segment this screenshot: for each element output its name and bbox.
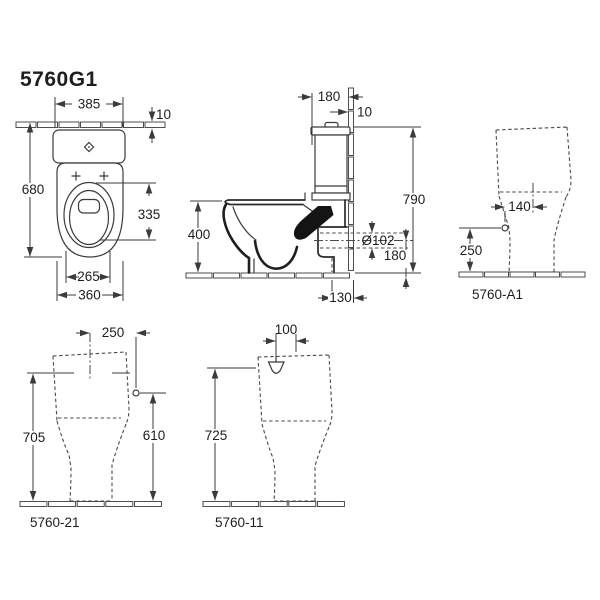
svg-text:10: 10 <box>156 107 171 122</box>
svg-text:385: 385 <box>78 97 101 112</box>
bowl-outline <box>56 162 124 258</box>
svg-text:360: 360 <box>78 288 101 303</box>
dim-side-outlet-height: 180 <box>384 229 410 289</box>
dim-plan-seat-width: 265 <box>65 251 111 284</box>
svg-text:680: 680 <box>22 182 45 197</box>
svg-text:705: 705 <box>23 430 46 445</box>
dim-21-inlet-height: 610 <box>140 392 166 501</box>
dim-plan-seat-depth: 335 <box>96 182 161 241</box>
dim-a1-inlet-height: 250 <box>459 227 501 272</box>
svg-text:725: 725 <box>205 428 228 443</box>
svg-text:10: 10 <box>357 105 372 120</box>
wall-section <box>15 121 166 128</box>
trap-section-fill <box>293 206 334 240</box>
variant-21-view: 250 705 610 5760-21 <box>19 325 166 530</box>
inlet-funnel-icon <box>267 355 285 374</box>
variant-11-view: 100 725 5760-11 <box>202 322 345 530</box>
dim-11-inlet-height: 725 <box>205 367 256 501</box>
bowl-section <box>222 192 348 274</box>
side-view: 180 10 790 400 Ø102 <box>185 87 426 305</box>
hinge-plus-marks <box>71 171 109 181</box>
dim-a1-inlet-offset: 140 <box>491 199 547 222</box>
svg-text:335: 335 <box>138 207 161 222</box>
dim-side-outlet-offset: 130 <box>318 280 367 305</box>
plan-view: 385 10 680 335 265 <box>15 97 171 303</box>
variant-label: 5760-11 <box>215 515 264 530</box>
inlet-connection-icon <box>132 389 140 397</box>
dim-side-rim-height: 400 <box>188 200 222 273</box>
flush-valve-symbol-icon <box>83 141 95 153</box>
dim-11-inlet-offset: 100 <box>263 322 309 358</box>
svg-text:250: 250 <box>102 325 125 340</box>
seat-ring-outer <box>63 181 115 249</box>
floor-section <box>19 501 162 507</box>
dim-side-outlet-diameter: Ø102 <box>361 221 395 260</box>
page-title: 5760G1 <box>20 68 98 91</box>
svg-text:180: 180 <box>384 248 407 263</box>
svg-text:400: 400 <box>188 227 211 242</box>
flush-water-area <box>77 198 101 214</box>
svg-text:610: 610 <box>143 428 166 443</box>
floor-section <box>458 271 586 278</box>
toilet-outline-dashed <box>257 354 333 502</box>
dim-plan-wall: 10 <box>148 107 171 143</box>
dim-side-tank-to-wall: 180 <box>298 89 363 145</box>
inlet-connection-icon <box>501 224 509 232</box>
dim-side-wall: 10 <box>330 105 372 120</box>
toilet-outline-dashed <box>52 351 130 502</box>
outlet-lines <box>314 232 413 249</box>
variant-a1-view: 140 250 5760-A1 <box>458 126 586 302</box>
svg-text:130: 130 <box>329 290 352 305</box>
svg-text:250: 250 <box>460 243 483 258</box>
dim-21-ref-height: 705 <box>23 372 130 501</box>
dim-plan-bowl-width: 360 <box>56 261 124 303</box>
wall-section <box>348 87 354 271</box>
svg-text:140: 140 <box>508 199 531 214</box>
floor-section <box>202 501 345 507</box>
svg-text:Ø102: Ø102 <box>361 233 394 248</box>
svg-text:100: 100 <box>275 322 298 337</box>
svg-text:265: 265 <box>77 269 100 284</box>
dim-plan-width: 385 <box>54 97 124 127</box>
variant-label: 5760-21 <box>30 515 80 530</box>
variant-label: 5760-A1 <box>472 287 523 302</box>
svg-text:790: 790 <box>403 192 426 207</box>
svg-text:180: 180 <box>318 89 341 104</box>
dim-21-inlet-offset: 250 <box>76 325 150 388</box>
seat-ring-inner <box>68 189 110 246</box>
floor-section <box>185 272 350 279</box>
dim-plan-depth: 680 <box>22 122 62 258</box>
cistern-side <box>310 121 351 201</box>
dim-side-total-height: 790 <box>354 126 426 274</box>
